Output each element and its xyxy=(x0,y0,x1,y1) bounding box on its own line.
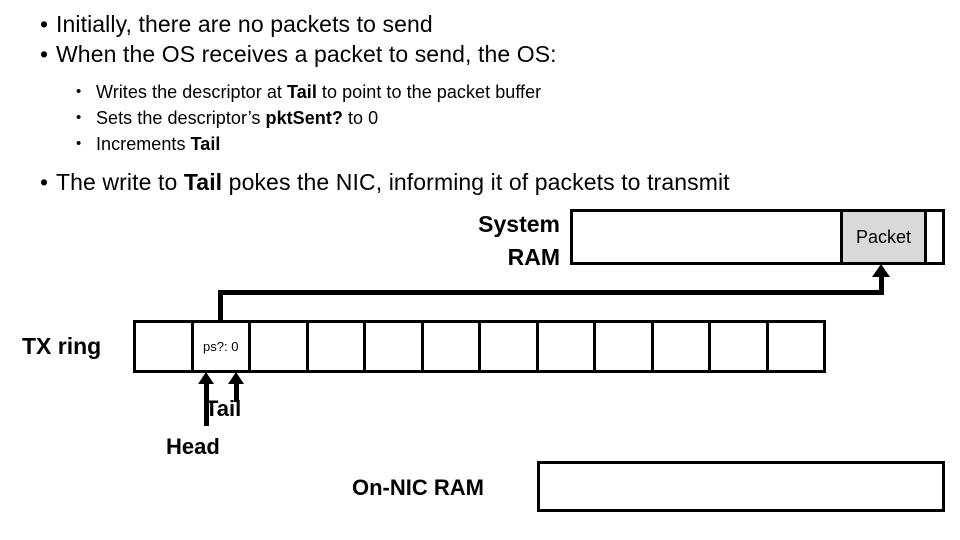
bullet-marker: • xyxy=(76,83,82,100)
head-pointer-label: Head xyxy=(166,434,220,459)
head-pointer-stem xyxy=(204,382,209,426)
tx-ring-cell xyxy=(366,323,424,370)
system-ram-trailing-cell xyxy=(927,212,942,262)
tx-ring-cell xyxy=(711,323,769,370)
tail-pointer-arrow-icon xyxy=(228,372,244,384)
bullet-marker: • xyxy=(40,11,49,37)
descriptor-to-packet-connector-horizontal xyxy=(218,290,884,295)
tx-ring-cell xyxy=(308,323,366,370)
tail-pointer-label: Tail xyxy=(205,396,242,421)
bullet-marker: • xyxy=(76,135,82,152)
descriptor-to-packet-connector-vertical-start xyxy=(218,290,223,322)
tail-pointer-stem xyxy=(234,382,239,402)
sub-bullet-text-pre: Sets the descriptor’s xyxy=(96,108,266,128)
on-nic-ram-box xyxy=(537,461,945,512)
keyword-pktsent: pktSent? xyxy=(265,108,343,128)
descriptor-to-packet-connector-vertical-end xyxy=(879,274,884,294)
spacer-top xyxy=(0,0,960,9)
bullet-text: Initially, there are no packets to send xyxy=(56,11,433,37)
bullet-text-post: pokes the NIC, informing it of packets t… xyxy=(222,169,730,195)
sub-bullet-writes-descriptor: • Writes the descriptor at Tail to point … xyxy=(0,79,960,105)
sub-bullet-text-post: to point to the packet buffer xyxy=(316,82,542,102)
tx-ring-cell xyxy=(481,323,539,370)
bullet-initially: • Initially, there are no packets to send xyxy=(0,9,960,39)
slide-body-text: • Initially, there are no packets to send… xyxy=(0,0,960,197)
tx-ring-cell xyxy=(423,323,481,370)
bullet-marker: • xyxy=(40,41,49,67)
system-ram-label-line2: RAM xyxy=(507,244,560,270)
system-ram-box: Packet xyxy=(570,209,945,265)
sub-bullet-text-pre: Writes the descriptor at xyxy=(96,82,287,102)
on-nic-ram-label: On-NIC RAM xyxy=(352,475,484,500)
sub-bullet-text-pre: Increments xyxy=(96,134,191,154)
sub-bullet-sets-pktsent: • Sets the descriptor’s pktSent? to 0 xyxy=(0,105,960,131)
spacer-afterlist xyxy=(0,157,960,167)
bullet-text: When the OS receives a packet to send, t… xyxy=(56,41,557,67)
tx-ring-cell xyxy=(596,323,654,370)
spacer-sublist xyxy=(0,69,960,79)
descriptor-to-packet-arrow-icon xyxy=(872,264,890,277)
bullet-text-pre: The write to xyxy=(56,169,184,195)
bullet-marker: • xyxy=(76,109,82,126)
tx-ring-cell xyxy=(653,323,711,370)
system-ram-label: System RAM xyxy=(432,208,560,274)
keyword-tail: Tail xyxy=(190,134,221,154)
tx-ring-box: ps?: 0 xyxy=(133,320,826,373)
keyword-tail: Tail xyxy=(287,82,317,102)
tx-ring-cell xyxy=(136,323,194,370)
packet-buffer-cell: Packet xyxy=(843,212,927,262)
tx-ring-cell xyxy=(251,323,309,370)
keyword-tail: Tail xyxy=(183,169,223,195)
sub-bullet-text-post: to 0 xyxy=(342,108,379,128)
sub-bullet-increments-tail: • Increments Tail xyxy=(0,131,960,157)
tx-ring-cell-descriptor: ps?: 0 xyxy=(193,323,251,370)
tx-ring-cell xyxy=(768,323,823,370)
bullet-write-to-tail-pokes-nic: • The write to Tail pokes the NIC, inform… xyxy=(0,167,960,197)
system-ram-label-line1: System xyxy=(478,211,560,237)
tx-ring-cell xyxy=(538,323,596,370)
tx-ring-label: TX ring xyxy=(22,333,102,359)
head-pointer-arrow-icon xyxy=(198,372,214,384)
bullet-marker: • xyxy=(40,169,49,195)
system-ram-free-region xyxy=(573,212,843,262)
bullet-when-os-receives: • When the OS receives a packet to send, … xyxy=(0,39,960,69)
